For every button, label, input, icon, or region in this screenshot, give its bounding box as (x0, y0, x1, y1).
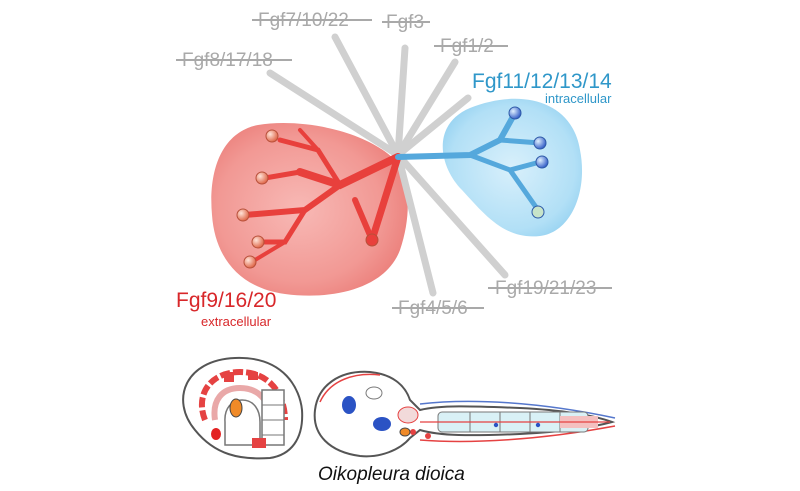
label-fgf9-16-20: Fgf9/16/20 (176, 289, 276, 312)
label-fgf11-12-13-14: Fgf11/12/13/14 (472, 70, 612, 93)
blue-leaf-nodes (508, 106, 549, 219)
label-extracellular: extracellular (201, 314, 272, 329)
blue-branches (395, 110, 543, 213)
species-caption: Oikopleura dioica (318, 464, 465, 485)
label-intracellular: intracellular (545, 91, 612, 106)
embryo-illustration (182, 356, 304, 460)
larva-illustration (313, 370, 616, 458)
red-leaf-nodes (236, 129, 379, 269)
gray-labels: Fgf7/10/22 Fgf3 Fgf1/2 Fgf8/17/18 Fgf19/… (176, 10, 612, 319)
red-branches (242, 128, 402, 262)
gray-branches (266, 33, 509, 297)
